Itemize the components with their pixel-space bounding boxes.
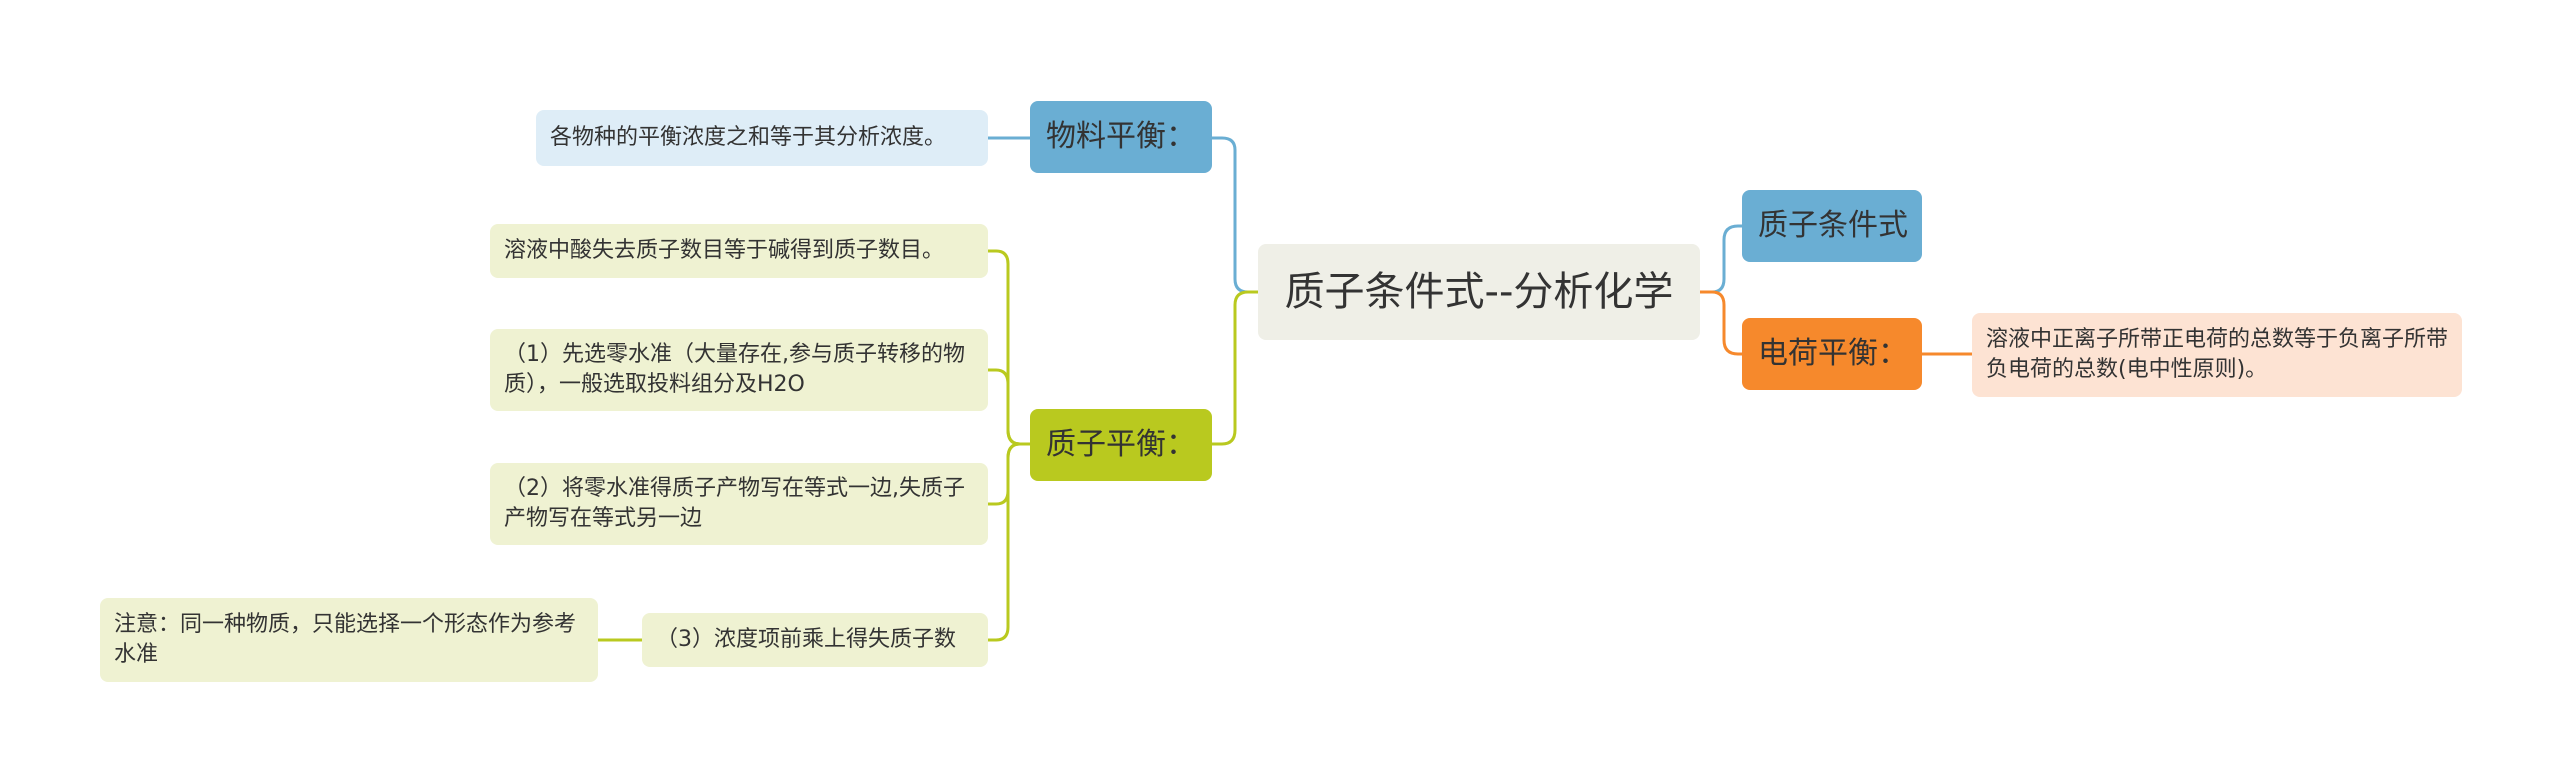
edge-root-material [1212,136,1258,294]
leaf-charge-balance[interactable]: 溶液中正离子所带正电荷的总数等于负离子所带负电荷的总数(电中性原则)。 [1972,313,2462,397]
leaf-charge-balance-text: 溶液中正离子所带正电荷的总数等于负离子所带负电荷的总数(电中性原则)。 [1986,327,2449,382]
branch-proton-balance[interactable]: 质子平衡： [1030,409,1212,481]
branch-proton-condition-label: 质子条件式 [1758,207,1908,243]
root-label: 质子条件式--分析化学 [1284,269,1674,315]
branch-material-balance-label: 物料平衡： [1046,118,1196,154]
leaf-proton-balance-2-text: （1）先选零水准（大量存在,参与质子转移的物质），一般选取投料组分及H2O [504,342,965,397]
edge-proton-leaf-4 [988,442,1030,642]
branch-proton-condition[interactable]: 质子条件式 [1742,190,1922,262]
branch-charge-balance-label: 电荷平衡： [1758,335,1908,371]
edge-root-charge [1700,290,1742,356]
root-node[interactable]: 质子条件式--分析化学 [1258,244,1700,340]
leaf-proton-balance-4-text: （3）浓度项前乘上得失质子数 [656,627,956,653]
leaf-proton-balance-note-text: 注意：同一种物质，只能选择一个形态作为参考水准 [114,612,577,667]
branch-charge-balance[interactable]: 电荷平衡： [1742,318,1922,390]
leaf-proton-balance-4[interactable]: （3）浓度项前乘上得失质子数 [642,613,988,667]
leaf-proton-balance-1-text: 溶液中酸失去质子数目等于碱得到质子数目。 [504,238,945,264]
leaf-proton-balance-3-text: （2）将零水准得质子产物写在等式一边,失质子产物写在等式另一边 [504,476,965,531]
leaf-material-balance-text: 各物种的平衡浓度之和等于其分析浓度。 [550,125,947,151]
leaf-proton-balance-note[interactable]: 注意：同一种物质，只能选择一个形态作为参考水准 [100,598,598,682]
edge-proton-leaf-2 [988,368,1030,446]
leaf-proton-balance-3[interactable]: （2）将零水准得质子产物写在等式一边,失质子产物写在等式另一边 [490,463,988,545]
edge-root-proton-condition [1700,224,1742,294]
branch-material-balance[interactable]: 物料平衡： [1030,101,1212,173]
leaf-proton-balance-1[interactable]: 溶液中酸失去质子数目等于碱得到质子数目。 [490,224,988,278]
leaf-material-balance[interactable]: 各物种的平衡浓度之和等于其分析浓度。 [536,110,988,166]
leaf-proton-balance-2[interactable]: （1）先选零水准（大量存在,参与质子转移的物质），一般选取投料组分及H2O [490,329,988,411]
edge-root-proton-balance [1212,290,1258,446]
branch-proton-balance-label: 质子平衡： [1046,426,1196,462]
